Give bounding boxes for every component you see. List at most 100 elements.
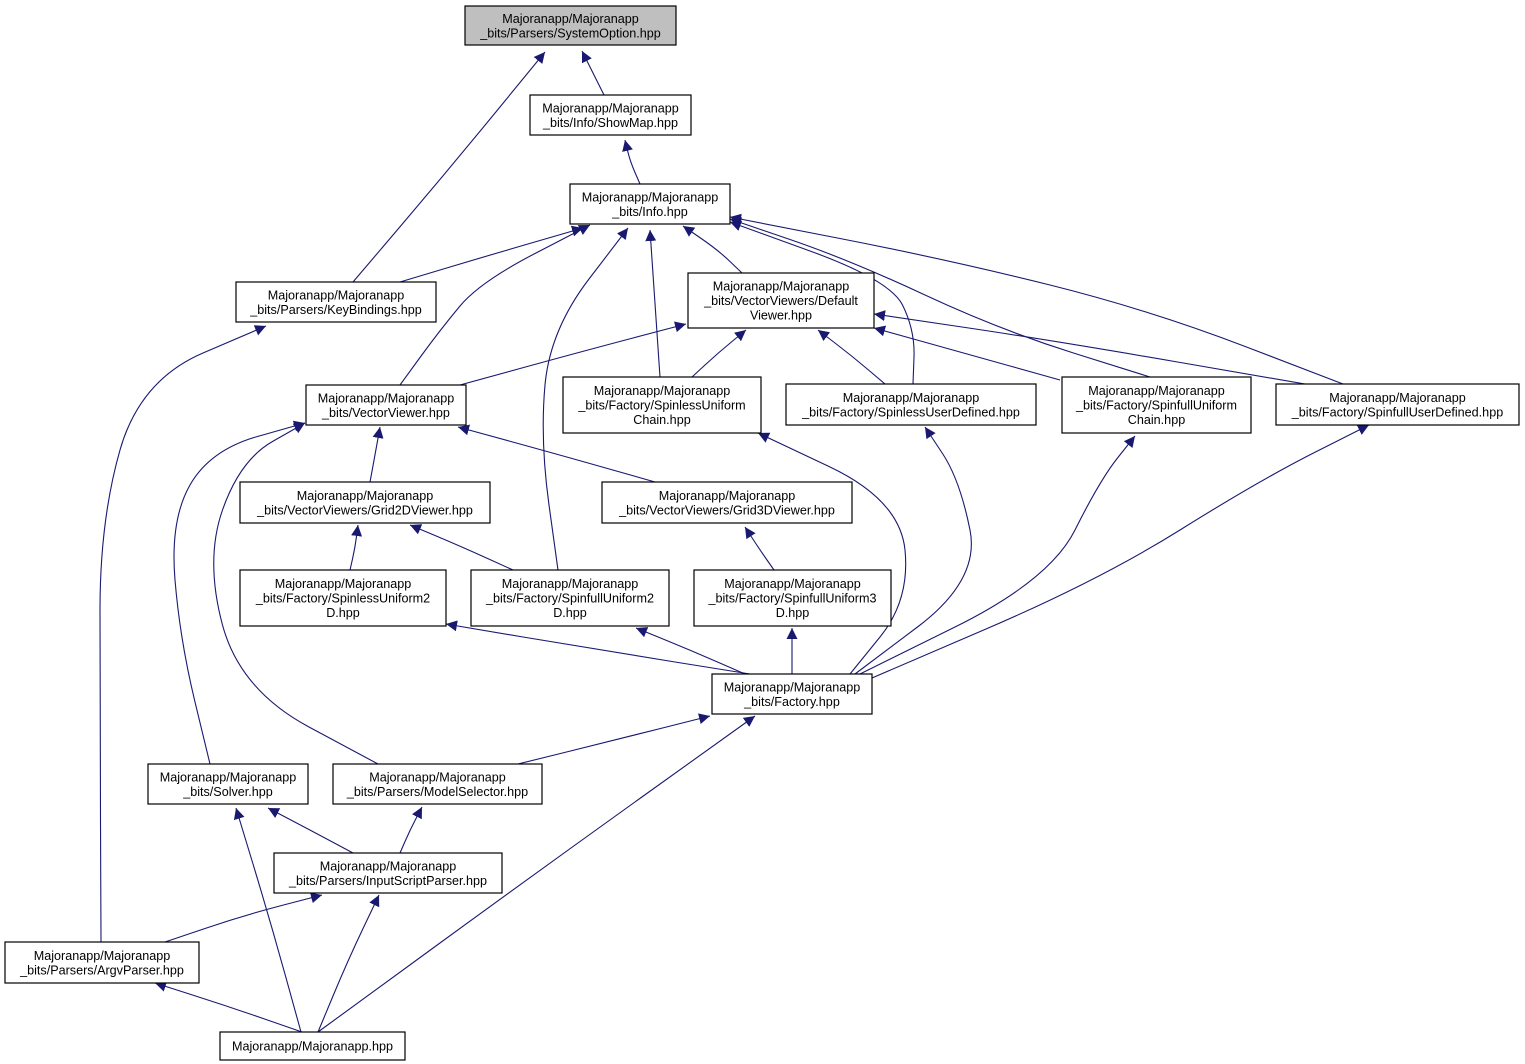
node-box-spinlessuserdefined xyxy=(785,383,1037,426)
edge-info-to-showmap xyxy=(622,139,641,185)
node-systemoption: Majoranapp/Majoranapp_bits/Parsers/Syste… xyxy=(464,5,677,46)
node-box-defaultviewer xyxy=(687,272,875,329)
node-factory[interactable]: Majoranapp/Majoranapp_bits/Factory.hpp xyxy=(711,673,873,715)
node-spinlessuniform2d[interactable]: Majoranapp/Majoranapp_bits/Factory/Spinl… xyxy=(239,569,447,627)
node-label-spinfulluniform2d-line-3: D.hpp xyxy=(553,606,587,620)
node-label-spinfulluniformchain-line-2: _bits/Factory/SpinfullUniform xyxy=(1075,399,1237,413)
node-spinlessuniformchain[interactable]: Majoranapp/Majoranapp_bits/Factory/Spinl… xyxy=(562,376,762,434)
node-box-spinfulluserdefined xyxy=(1275,383,1520,426)
node-box-systemoption xyxy=(464,5,677,46)
node-label-spinfulluserdefined-line-1: Majoranapp/Majoranapp xyxy=(1329,391,1466,405)
node-label-vectorviewer-line-2: _bits/VectorViewer.hpp xyxy=(321,406,450,420)
node-label-spinlessuserdefined-line-1: Majoranapp/Majoranapp xyxy=(843,391,980,405)
node-label-spinlessuserdefined-line-2: _bits/Factory/SpinlessUserDefined.hpp xyxy=(801,405,1020,419)
node-spinfulluserdefined[interactable]: Majoranapp/Majoranapp_bits/Factory/Spinf… xyxy=(1275,383,1520,426)
node-box-modelselector xyxy=(332,763,543,805)
edge-modelselector-to-factory xyxy=(517,713,711,765)
node-label-defaultviewer-line-1: Majoranapp/Majoranapp xyxy=(713,280,850,294)
edge-argvparser-to-inputscriptparser xyxy=(164,892,323,943)
node-keybindings[interactable]: Majoranapp/Majoranapp_bits/Parsers/KeyBi… xyxy=(235,281,437,323)
edge-majoranapp-to-solver xyxy=(233,807,302,1033)
edge-factory-to-spinfulluniformchain xyxy=(859,435,1136,675)
node-label-systemoption-line-1: Majoranapp/Majoranapp xyxy=(502,12,639,26)
node-majoranapp[interactable]: Majoranapp/Majoranapp.hpp xyxy=(219,1031,406,1061)
node-inputscriptparser[interactable]: Majoranapp/Majoranapp_bits/Parsers/Input… xyxy=(273,852,503,894)
edge-spinlessuniformchain-to-defaultviewer xyxy=(691,329,747,378)
node-label-spinfulluniform3d-line-1: Majoranapp/Majoranapp xyxy=(724,577,861,591)
node-label-spinlessuniform2d-line-3: D.hpp xyxy=(326,606,360,620)
node-box-spinfulluniformchain xyxy=(1061,376,1252,434)
edge-keybindings-to-info xyxy=(399,225,584,283)
node-label-grid3dviewer-line-2: _bits/VectorViewers/Grid3DViewer.hpp xyxy=(618,503,835,517)
node-label-modelselector-line-2: _bits/Parsers/ModelSelector.hpp xyxy=(346,785,528,799)
node-label-spinlessuniform2d-line-1: Majoranapp/Majoranapp xyxy=(275,577,412,591)
edge-grid3dviewer-to-vectorviewer xyxy=(457,424,656,483)
node-spinfulluniform2d[interactable]: Majoranapp/Majoranapp_bits/Factory/Spinf… xyxy=(470,569,670,627)
node-label-spinlessuniformchain-line-2: _bits/Factory/SpinlessUniform xyxy=(577,399,745,413)
edge-spinlessuserdefined-to-info xyxy=(729,220,915,385)
edge-spinlessuniformchain-to-info xyxy=(645,229,661,378)
node-spinfulluniform3d[interactable]: Majoranapp/Majoranapp_bits/Factory/Spinf… xyxy=(693,569,892,627)
edge-vectorviewer-to-defaultviewer xyxy=(459,321,687,386)
edge-grid2dviewer-to-vectorviewer xyxy=(369,426,384,483)
node-grid2dviewer[interactable]: Majoranapp/Majoranapp_bits/VectorViewers… xyxy=(239,481,491,524)
node-label-spinlessuniformchain-line-1: Majoranapp/Majoranapp xyxy=(594,384,731,398)
edge-spinfulluniform2d-to-grid2dviewer xyxy=(409,524,514,571)
node-box-grid2dviewer xyxy=(239,481,491,524)
node-box-spinfulluniform3d xyxy=(693,569,892,627)
node-vectorviewer[interactable]: Majoranapp/Majoranapp_bits/VectorViewer.… xyxy=(305,384,467,426)
edge-spinfulluserdefined-to-info xyxy=(729,213,1344,385)
node-showmap[interactable]: Majoranapp/Majoranapp_bits/Info/ShowMap.… xyxy=(529,94,692,136)
node-label-keybindings-line-2: _bits/Parsers/KeyBindings.hpp xyxy=(249,303,422,317)
node-label-info-line-1: Majoranapp/Majoranapp xyxy=(582,190,719,204)
edge-vectorviewer-to-info xyxy=(399,224,591,386)
node-solver[interactable]: Majoranapp/Majoranapp_bits/Solver.hpp xyxy=(147,763,309,805)
edge-factory-to-spinfulluniform2d xyxy=(635,627,746,675)
node-label-factory-line-2: _bits/Factory.hpp xyxy=(743,695,840,709)
edge-factory-to-spinlessuserdefined xyxy=(854,426,972,675)
node-label-defaultviewer-line-2: _bits/VectorViewers/Default xyxy=(703,294,858,308)
node-label-grid2dviewer-line-2: _bits/VectorViewers/Grid2DViewer.hpp xyxy=(256,503,473,517)
edge-spinfulluniformchain-to-info xyxy=(729,217,1151,378)
node-label-solver-line-2: _bits/Solver.hpp xyxy=(182,785,273,799)
edge-factory-to-spinlessuniformchain xyxy=(757,432,907,675)
node-box-info xyxy=(569,183,731,225)
edge-modelselector-to-vectorviewer xyxy=(213,422,379,765)
node-modelselector[interactable]: Majoranapp/Majoranapp_bits/Parsers/Model… xyxy=(332,763,543,805)
edge-solver-to-vectorviewer xyxy=(173,420,306,765)
node-spinfulluniformchain[interactable]: Majoranapp/Majoranapp_bits/Factory/Spinf… xyxy=(1061,376,1252,434)
node-label-majoranapp-line-1: Majoranapp/Majoranapp.hpp xyxy=(232,1040,393,1054)
node-defaultviewer[interactable]: Majoranapp/Majoranapp_bits/VectorViewers… xyxy=(687,272,875,329)
node-label-spinfulluniform3d-line-2: _bits/Factory/SpinfullUniform3 xyxy=(708,592,877,606)
node-label-spinfulluserdefined-line-2: _bits/Factory/SpinfullUserDefined.hpp xyxy=(1291,405,1503,419)
node-label-showmap-line-2: _bits/Info/ShowMap.hpp xyxy=(542,116,678,130)
edge-majoranapp-to-inputscriptparser xyxy=(317,894,380,1033)
edge-majoranapp-to-factory xyxy=(317,715,756,1033)
node-grid3dviewer[interactable]: Majoranapp/Majoranapp_bits/VectorViewers… xyxy=(601,481,853,524)
edge-defaultviewer-to-info xyxy=(682,225,743,274)
edge-spinfulluniform3d-to-grid3dviewer xyxy=(744,526,775,571)
node-box-majoranapp xyxy=(219,1031,406,1061)
edge-spinfulluserdefined-to-defaultviewer xyxy=(873,310,1306,385)
node-label-spinfulluniform2d-line-1: Majoranapp/Majoranapp xyxy=(502,577,639,591)
edge-inputscriptparser-to-solver xyxy=(267,807,354,854)
node-label-solver-line-1: Majoranapp/Majoranapp xyxy=(160,770,297,784)
edge-spinfulluniformchain-to-defaultviewer xyxy=(873,325,1061,381)
edge-spinfulluniform2d-to-info xyxy=(542,227,629,571)
node-box-spinlessuniform2d xyxy=(239,569,447,627)
node-label-spinfulluniform3d-line-3: D.hpp xyxy=(776,606,810,620)
node-label-grid3dviewer-line-1: Majoranapp/Majoranapp xyxy=(659,489,796,503)
node-label-spinlessuniform2d-line-2: _bits/Factory/SpinlessUniform2 xyxy=(255,592,430,606)
node-argvparser[interactable]: Majoranapp/Majoranapp_bits/Parsers/ArgvP… xyxy=(4,941,200,984)
node-box-inputscriptparser xyxy=(273,852,503,894)
node-label-spinfulluniformchain-line-3: Chain.hpp xyxy=(1128,413,1185,427)
node-label-inputscriptparser-line-1: Majoranapp/Majoranapp xyxy=(320,859,457,873)
node-spinlessuserdefined[interactable]: Majoranapp/Majoranapp_bits/Factory/Spinl… xyxy=(785,383,1037,426)
edge-majoranapp-to-argvparser xyxy=(154,981,303,1033)
edge-inputscriptparser-to-modelselector xyxy=(399,806,423,854)
edge-showmap-to-systemoption xyxy=(581,50,605,96)
edge-argvparser-to-keybindings xyxy=(99,325,267,943)
node-box-argvparser xyxy=(4,941,200,984)
node-info[interactable]: Majoranapp/Majoranapp_bits/Info.hpp xyxy=(569,183,731,225)
